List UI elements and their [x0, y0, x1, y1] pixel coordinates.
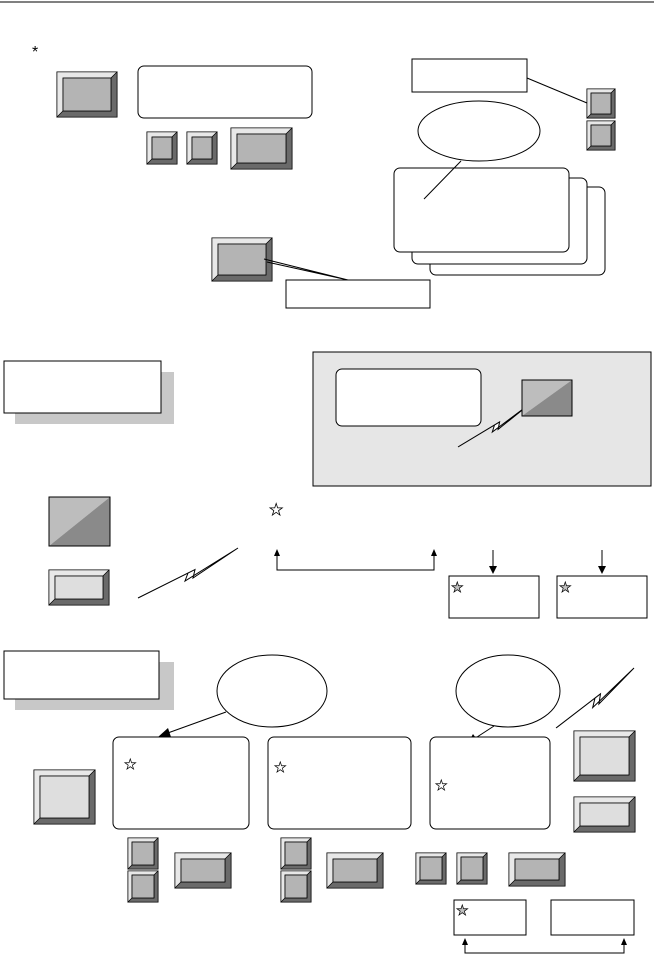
diagonal-split-swatch[interactable] [48, 496, 111, 547]
preview-text-box [335, 368, 482, 427]
label-connector [526, 77, 588, 104]
star-marker-icon: ★ [274, 760, 287, 776]
legend-asterisk: * [32, 44, 38, 61]
lower-connector [263, 258, 349, 281]
section-1-main-button[interactable] [56, 71, 118, 118]
section-1-small-button-2[interactable] [186, 131, 218, 165]
section-3-right-button-2[interactable] [573, 796, 636, 833]
star-marker-icon: ★ [124, 757, 137, 773]
arrow-icon [158, 728, 171, 737]
arrow-icon [462, 938, 468, 945]
section-2: ★ ★ ★ [3, 351, 652, 619]
section-1-lower-label-box [285, 279, 431, 309]
star-marker-icon: ★ [435, 778, 448, 794]
callout-pointer [423, 160, 462, 200]
section-1-small-button-1[interactable] [146, 131, 178, 165]
bottom-result-box-2 [550, 899, 635, 936]
result-box-2 [556, 575, 648, 619]
light-bevel-swatch[interactable] [48, 569, 110, 606]
panel-3-small-button-2[interactable] [456, 852, 488, 885]
arrow-icon [489, 566, 497, 574]
section-3-header-box [3, 650, 160, 700]
section-1-lower-button[interactable] [211, 237, 273, 282]
panel-3-small-button-1[interactable] [415, 852, 447, 885]
section-1-text-box [137, 65, 313, 119]
arrow-icon [274, 549, 280, 556]
arrow-icon [598, 566, 606, 574]
lightning-bolt-icon [137, 547, 239, 599]
panel-card-1 [112, 736, 250, 830]
result-box-1 [448, 575, 540, 619]
callout-pointer [164, 711, 227, 735]
panel-2-wide-button[interactable] [326, 852, 384, 889]
section-1-label-box [411, 58, 528, 93]
arrow-icon [431, 549, 437, 556]
section-2-header-box [3, 360, 162, 414]
panel-card-3 [429, 736, 551, 830]
panel-card-2 [267, 736, 412, 830]
section-3: ★ ★ ★ ★ [3, 650, 636, 954]
section-1-wide-button[interactable] [230, 127, 293, 170]
bottom-result-box-1 [453, 899, 527, 936]
section-1 [56, 58, 616, 309]
bracket-arrow [276, 553, 435, 571]
section-3-left-button[interactable] [33, 769, 96, 825]
star-marker-icon: ★ [456, 903, 469, 919]
callout-bubble-icon [216, 654, 328, 728]
lightning-bolt-icon [555, 667, 635, 729]
panel-2-small-button-1[interactable] [280, 837, 312, 870]
star-marker-icon: ★ [451, 580, 464, 596]
stacked-card-front [393, 167, 570, 253]
star-marker-icon: ★ [559, 580, 572, 596]
arrow-icon [621, 938, 627, 945]
callout-bubble-icon [417, 100, 541, 162]
bracket-arrow [464, 942, 625, 954]
callout-bubble-icon [455, 654, 561, 728]
star-marker-icon: ★ [269, 500, 283, 519]
diagonal-split-icon [521, 379, 573, 417]
panel-2-small-button-2[interactable] [280, 870, 312, 903]
panel-1-small-button-1[interactable] [127, 837, 159, 870]
section-3-right-button-1[interactable] [573, 730, 636, 782]
panel-1-small-button-2[interactable] [127, 870, 159, 903]
side-button-2[interactable] [586, 120, 616, 151]
lightning-bolt-icon [457, 402, 532, 448]
panel-1-wide-button[interactable] [174, 852, 232, 889]
panel-3-wide-button[interactable] [508, 852, 566, 887]
side-button-1[interactable] [586, 88, 616, 119]
